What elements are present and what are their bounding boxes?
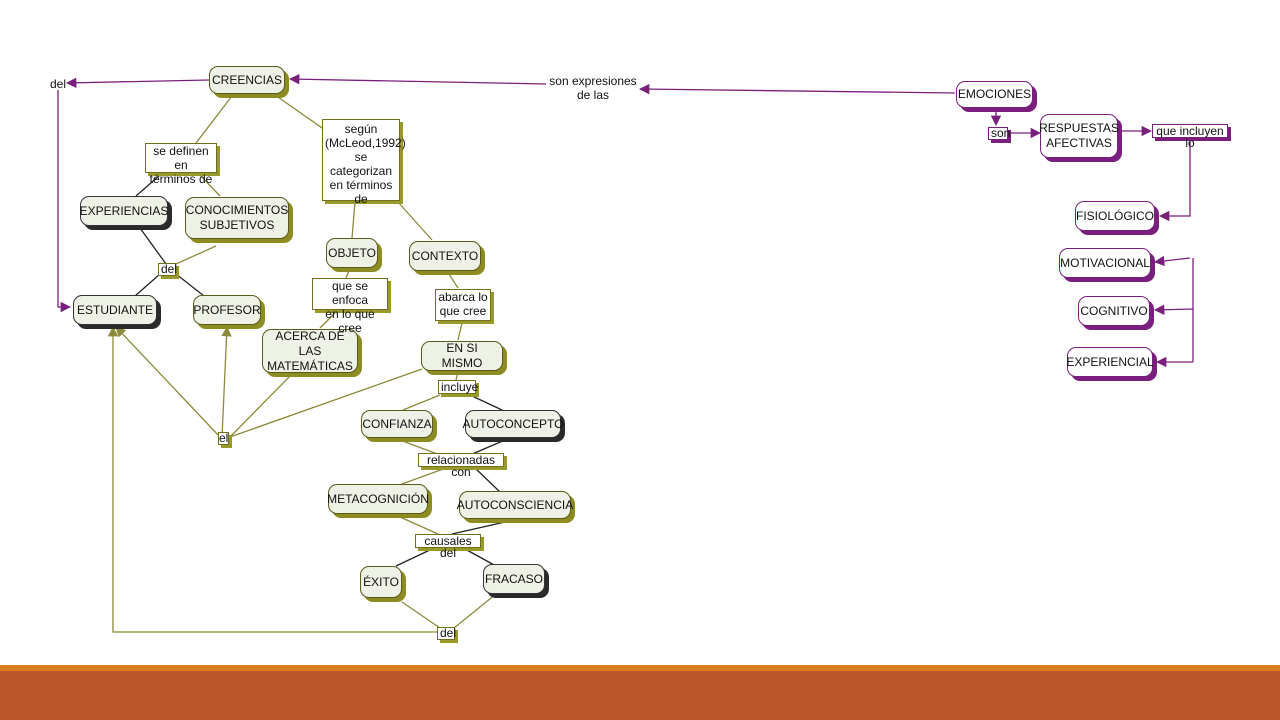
footer-band [0,671,1280,720]
link-label-que-incluyen-lo: que incluyen lo [1152,124,1228,149]
concept-map: CREENCIAS CONOCIMIENTOS SUBJETIVOS PROFE… [49,66,1228,640]
node-acerca-de-las-matematicas[interactable]: ACERCA DE LAS MATEMÁTICAS [262,329,358,373]
node-creencias[interactable]: CREENCIAS [209,66,285,94]
node-respuestas-afectivas[interactable]: RESPUESTAS AFECTIVAS [1039,114,1119,158]
node-autoconcepto[interactable]: AUTOCONCEPTO [463,410,563,438]
node-objeto[interactable]: OBJETO [326,238,378,268]
node-profesor[interactable]: PROFESOR [193,295,261,325]
link-label-incluye: incluye [438,380,478,394]
node-metacognicion[interactable]: METACOGNICIÓN [327,484,429,514]
connector-lines [57,73,1194,633]
node-conocimientos-subjetivos[interactable]: CONOCIMIENTOS SUBJETIVOS [185,197,289,239]
node-fisiologico[interactable]: FISIOLÓGICO [1075,201,1155,231]
link-label-se-definen: se definen en términos de [145,143,217,186]
link-label-del-bottom: del [437,627,456,640]
link-label-relacionadas-con: relacionadas con [418,453,504,478]
footer-accent-stripe [0,665,1280,671]
link-label-del-mid: del [158,263,177,276]
link-label-del-top: del [49,77,66,91]
node-cognitivo[interactable]: COGNITIVO [1078,296,1150,326]
node-en-si-mismo[interactable]: EN SI MISMO [421,341,503,371]
link-label-que-se-enfoca: que se enfoca en lo que cree [312,278,388,335]
link-label-segun-mcleod: según (McLeod,1992) se categorizan en té… [322,119,406,206]
node-contexto[interactable]: CONTEXTO [409,241,481,271]
node-experiencias[interactable]: EXPERIENCIAS [80,196,168,226]
link-label-el: el [218,431,229,445]
node-autoconsciencia[interactable]: AUTOCONSCIENCIA [457,491,573,519]
node-fracaso[interactable]: FRACASO [483,564,545,594]
node-estudiante[interactable]: ESTUDIANTE [73,295,157,325]
node-exito[interactable]: ÉXITO [360,566,402,598]
node-confianza[interactable]: CONFIANZA [361,410,433,438]
node-experiencial[interactable]: EXPERIENCIAL [1066,347,1154,377]
link-label-son: son [988,127,1010,140]
link-label-causales-del: causales del [415,534,481,559]
link-label-abarca: abarca lo que cree [435,289,491,321]
node-motivacional[interactable]: MOTIVACIONAL [1059,248,1151,278]
node-emociones[interactable]: EMOCIONES [956,81,1033,108]
link-label-son-expresiones: son expresiones de las [549,74,637,102]
